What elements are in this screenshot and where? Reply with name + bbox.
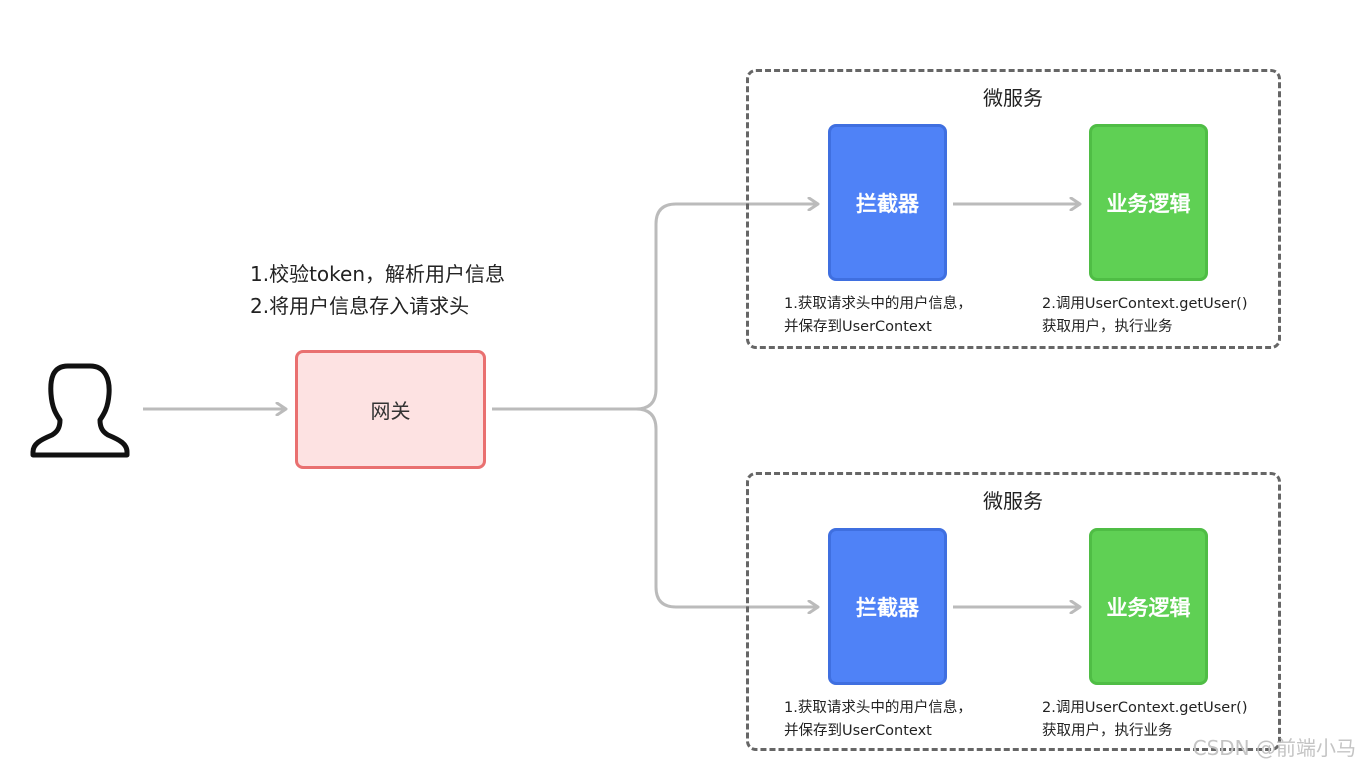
interceptor-label-1: 拦截器 (856, 191, 919, 216)
interceptor-node-1: 拦截器 (828, 124, 947, 281)
logic-note-2-line-1: 2.调用UserContext.getUser() (1042, 700, 1248, 716)
microservice-title-1: 微服务 (983, 86, 1043, 110)
interceptor-note-2-line-2: 并保存到UserContext (784, 723, 932, 739)
business-logic-node-2: 业务逻辑 (1089, 528, 1208, 685)
interceptor-node-2: 拦截器 (828, 528, 947, 685)
gateway-note-line-2: 2.将用户信息存入请求头 (250, 294, 470, 318)
interceptor-note-1: 1.获取请求头中的用户信息， 并保存到UserContext (784, 293, 972, 339)
microservice-title-2: 微服务 (983, 489, 1043, 513)
watermark: CSDN @前端小马 (1192, 736, 1356, 760)
arrow-gateway-to-service-2 (635, 407, 818, 607)
interceptor-label-2: 拦截器 (856, 595, 919, 620)
interceptor-note-2: 1.获取请求头中的用户信息， 并保存到UserContext (784, 697, 972, 743)
arrow-gateway-to-service-1 (492, 204, 818, 411)
logic-note-1-line-1: 2.调用UserContext.getUser() (1042, 296, 1248, 312)
microservice-container-1 (746, 69, 1281, 349)
logic-note-1: 2.调用UserContext.getUser() 获取用户，执行业务 (1042, 293, 1247, 339)
logic-note-2-line-2: 获取用户，执行业务 (1042, 723, 1173, 739)
gateway-label: 网关 (370, 399, 411, 423)
logic-note-1-line-2: 获取用户，执行业务 (1042, 319, 1173, 335)
business-logic-label-1: 业务逻辑 (1106, 191, 1191, 216)
user-outline-icon (30, 363, 130, 458)
gateway-note-line-1: 1.校验token，解析用户信息 (250, 262, 506, 286)
business-logic-node-1: 业务逻辑 (1089, 124, 1208, 281)
interceptor-note-2-line-1: 1.获取请求头中的用户信息， (784, 700, 972, 716)
business-logic-label-2: 业务逻辑 (1106, 595, 1191, 620)
interceptor-note-1-line-2: 并保存到UserContext (784, 319, 932, 335)
gateway-node: 网关 (295, 350, 486, 469)
gateway-note: 1.校验token，解析用户信息 2.将用户信息存入请求头 (250, 258, 505, 322)
microservice-container-2 (746, 472, 1281, 751)
interceptor-note-1-line-1: 1.获取请求头中的用户信息， (784, 296, 972, 312)
logic-note-2: 2.调用UserContext.getUser() 获取用户，执行业务 (1042, 697, 1247, 743)
